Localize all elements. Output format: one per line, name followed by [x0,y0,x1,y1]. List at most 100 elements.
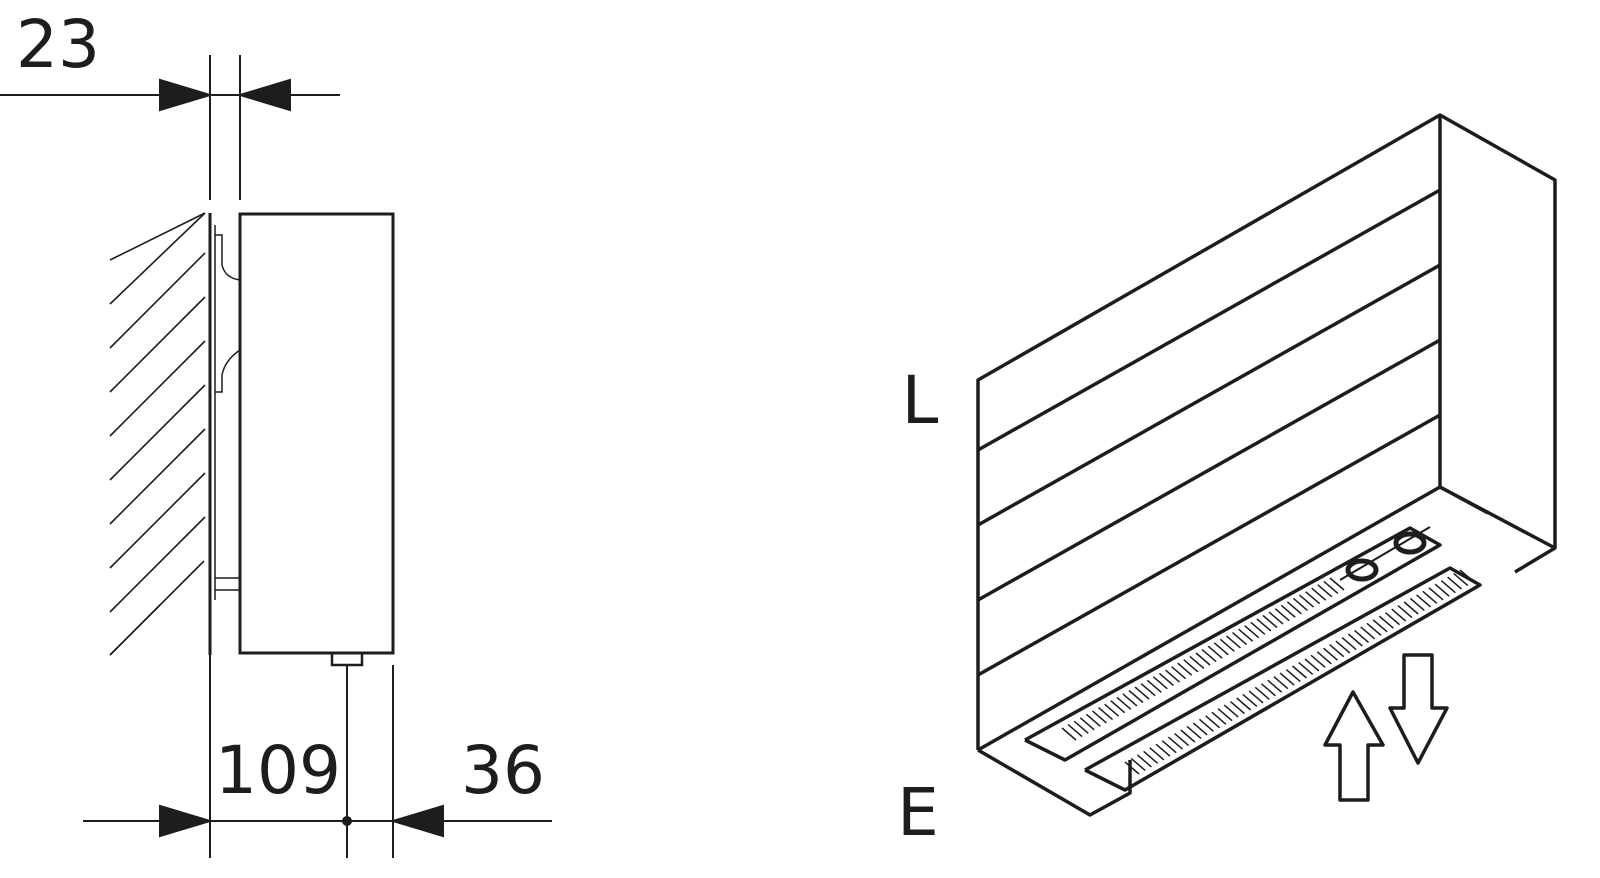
valve [330,651,364,667]
grille-fin [1280,604,1296,618]
grille-fin [1183,659,1199,673]
grille-fin [1152,676,1168,690]
hatch-line [109,340,206,437]
grille-fin [1267,679,1283,693]
grille-fin [1110,700,1126,714]
grille-fin [1091,710,1107,724]
grille-fin [1434,583,1450,597]
grille-fin [1201,649,1217,663]
grille-fin [1223,704,1239,718]
grille-fin [1079,717,1095,731]
grille-fin [1136,754,1152,768]
grille-fin [1158,672,1174,687]
grille-fin [1211,711,1227,725]
grille-fin [1177,662,1193,676]
entry-label: E [897,774,939,851]
length-label: L [901,362,939,439]
arrow-right-icon [159,804,214,838]
grille-fin [1305,591,1321,605]
grille-fin [1165,669,1181,683]
grille-fin [1140,683,1156,697]
hatch-line [109,252,206,349]
grille-fin [1292,597,1308,612]
grille-fin [1385,612,1401,626]
grille-fin [1189,655,1205,669]
hatch-line [109,296,206,393]
grille-fin [1067,724,1083,738]
grille-fin [1207,645,1223,659]
grille-fin [1360,626,1376,640]
grille-fin [1143,750,1159,764]
grille-fin [1256,618,1272,632]
grille-fin [1236,697,1252,711]
hatch-line [109,604,161,656]
hatch-line [109,428,206,525]
grille-fin [1391,608,1407,622]
grille-fin [1104,703,1120,717]
grille-fin [1341,636,1357,651]
grille-fin [1122,693,1138,707]
grille-fin [1310,654,1326,668]
grille-fin [1299,594,1315,608]
grille-fin [1213,642,1229,656]
grille-fin [1260,683,1276,697]
mounting-bracket [214,225,241,600]
grille-fin [1192,722,1208,736]
grille-fin [1304,658,1320,672]
grille-fin [1174,732,1190,747]
grille-fin [1161,740,1177,754]
grille-fin [1428,587,1444,601]
grille-fin [1311,587,1327,601]
isometric-view [976,113,1557,817]
grille-fin [1354,629,1370,644]
grille-fin [1254,686,1270,700]
dimension-bottom [83,655,552,858]
grille-fin [1323,647,1339,661]
grille-fin [1171,666,1187,680]
grille-fin [1248,690,1264,704]
grille-fin [1274,608,1290,622]
hatch-line [109,212,206,261]
grille-fin [1285,668,1301,683]
grille-fin [1186,725,1202,740]
grille-fin [1286,601,1302,615]
grille-fin [1329,644,1345,658]
grille-fin [1453,572,1469,587]
grille-fin [1061,727,1077,741]
grille-fin [1130,757,1146,772]
grille-fin [1298,661,1314,676]
grille-fin [1242,693,1258,708]
grille-fin [1268,611,1284,625]
grille-fin [1317,584,1333,598]
grille-fin [1329,577,1345,591]
grille-fin [1180,729,1196,743]
grille-fin [1403,601,1419,615]
grille-fin [1155,743,1171,757]
dimension-23 [0,55,340,200]
wall-hatching [109,212,206,656]
dimension-23-label: 23 [16,6,100,83]
grille-fin [1397,604,1413,619]
grille-fin [1073,720,1089,734]
arrow-left-icon [389,804,444,838]
grille-fin [1217,708,1233,722]
grille-fin [1372,619,1388,633]
dimension-36-label: 36 [461,732,545,809]
grille-fin [1262,614,1278,629]
grille-fin [1167,736,1183,750]
dimension-109-label: 109 [215,732,341,809]
pipe-connections [1339,526,1431,582]
grille-fin [1292,665,1307,679]
grille-fin [1229,700,1245,715]
hatch-line [109,516,206,613]
grille-fin [1347,633,1363,647]
grille-fin [1366,622,1382,636]
hatch-line [109,472,206,569]
grille-fin [1440,580,1456,594]
grille-fin [1124,761,1140,775]
grille-fin [1232,631,1248,646]
grille-fin [1409,597,1425,612]
grille-fin [1459,569,1475,583]
grille-fin [1085,713,1101,727]
